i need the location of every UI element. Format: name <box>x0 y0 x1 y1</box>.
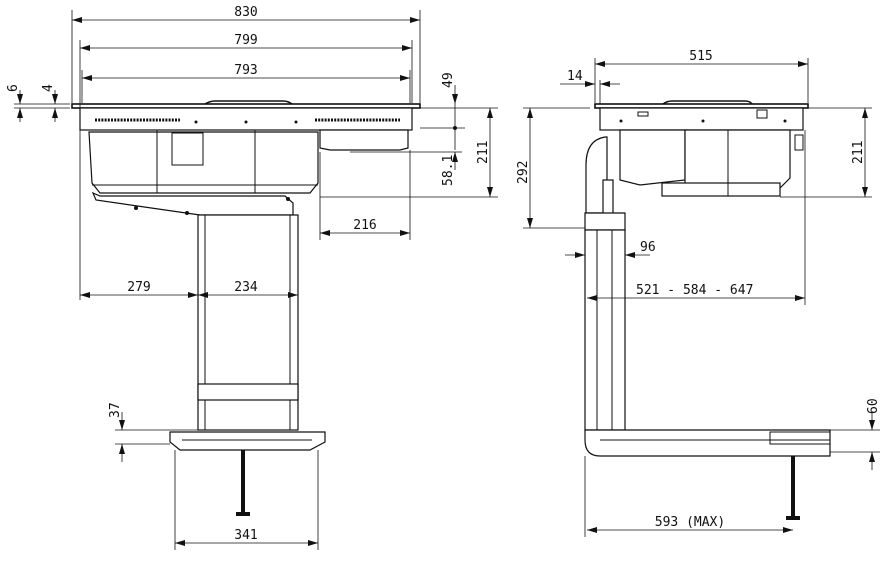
duct-horizontal <box>584 429 831 457</box>
dimension-96: 96 <box>565 240 656 258</box>
dim-label: 793 <box>234 63 257 78</box>
dim-label: 211 <box>476 141 491 164</box>
dim-label: 593 (MAX) <box>655 515 725 530</box>
base-plate <box>169 431 326 451</box>
dimension-58-1: 58.1 <box>350 151 462 186</box>
dim-label: 279 <box>127 280 150 295</box>
dim-label: 234 <box>234 280 258 295</box>
dim-label: 830 <box>234 5 257 20</box>
dim-label: 292 <box>516 161 531 184</box>
hob-frame-side <box>599 107 804 131</box>
support-leg <box>241 450 245 515</box>
dimension-216: 216 <box>319 150 411 240</box>
dim-label: 37 <box>108 402 123 418</box>
dimension-4: 4 <box>41 84 58 122</box>
control-unit <box>319 129 409 151</box>
dimension-515: 515 <box>595 49 808 67</box>
dim-label: 799 <box>234 33 257 48</box>
front-view: 830 799 793 <box>6 5 498 550</box>
dimension-521-584-647: 521 - 584 - 647 <box>587 130 806 305</box>
dim-label: 60 <box>866 398 881 414</box>
fan-unit <box>619 129 686 186</box>
dimension-292: 292 <box>516 107 590 229</box>
motor-unit-side <box>684 129 791 189</box>
dimension-830: 830 <box>72 5 420 23</box>
duct-vertical <box>584 229 626 431</box>
dimension-211: 211 <box>320 107 498 198</box>
dim-label: 216 <box>353 218 376 233</box>
dim-label: 58.1 <box>441 155 456 186</box>
dimension-234: 234 <box>198 280 298 298</box>
duct-transition <box>91 191 294 216</box>
dimension-279: 279 <box>80 280 198 298</box>
dimension-6: 6 <box>6 84 70 122</box>
dimension-37: 37 <box>108 402 198 462</box>
dimension-49: 49 <box>420 72 465 150</box>
dimension-60: 60 <box>830 398 881 470</box>
dim-label: 521 - 584 - 647 <box>636 283 753 298</box>
support-leg-side <box>791 456 795 518</box>
dim-label: 341 <box>234 528 257 543</box>
dimension-593-max: 593 (MAX) <box>584 456 793 537</box>
dim-label: 4 <box>41 84 56 92</box>
side-view: 515 14 292 <box>516 49 881 537</box>
dim-label: 14 <box>567 69 583 84</box>
dimension-341: 341 <box>174 450 319 550</box>
dimension-793: 793 <box>82 63 410 81</box>
connector-box <box>171 132 204 166</box>
dimension-799: 799 <box>80 33 412 51</box>
dim-label: 211 <box>851 141 866 164</box>
dim-label: 6 <box>6 84 21 92</box>
dim-label: 49 <box>441 72 456 88</box>
motor-tray <box>661 182 781 197</box>
dim-label: 515 <box>689 49 712 64</box>
dimension-211-side: 211 <box>780 107 872 198</box>
hob-frame <box>79 107 413 131</box>
dimension-14: 14 <box>560 69 620 104</box>
dim-label: 96 <box>640 240 656 255</box>
